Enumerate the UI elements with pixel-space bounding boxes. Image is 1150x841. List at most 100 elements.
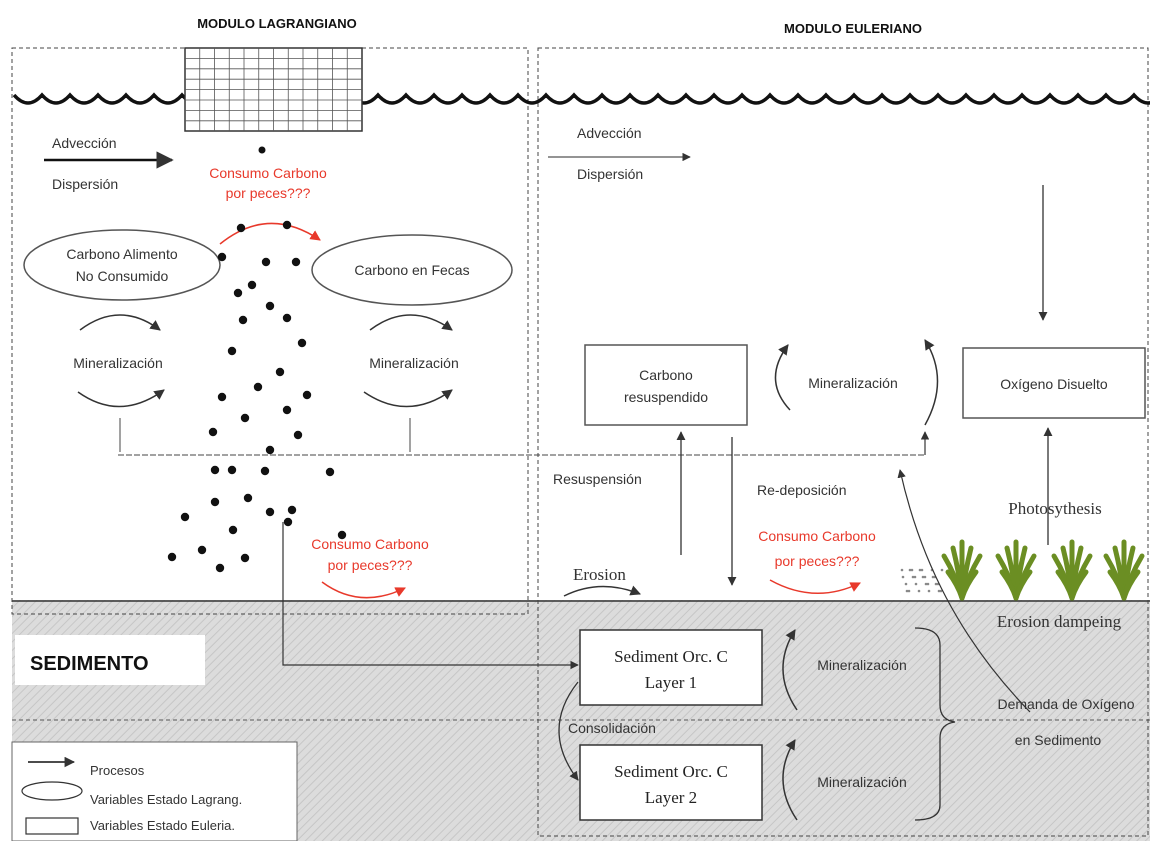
seagrass-plant-icon <box>1051 539 1093 601</box>
sediment-label-box <box>15 635 205 685</box>
particle-dot <box>236 223 246 233</box>
particle-dot <box>287 505 297 515</box>
sediment-layer1-line2: Layer 1 <box>645 673 697 692</box>
particle-dot <box>215 563 225 573</box>
sediment-speckle <box>917 589 921 593</box>
cage-outlet-dot <box>258 146 266 154</box>
sediment-speckle <box>926 582 930 586</box>
resuspended-carbon-line1: Carbono <box>639 367 693 383</box>
particle-dot <box>217 252 227 262</box>
resuspended-carbon-box <box>584 344 748 426</box>
redeposition-label: Re-deposición <box>757 482 847 498</box>
eulerian-dispersion-label: Dispersión <box>577 166 643 182</box>
particle-dot <box>210 497 220 507</box>
sediment-speckle <box>923 575 927 579</box>
eulerian-mineralization-right-arrow <box>924 339 939 426</box>
particle-dot <box>217 392 227 402</box>
sediment-speckle <box>911 575 915 579</box>
erosion-arrow <box>563 585 641 597</box>
sediment-layer2-line1: Sediment Orc. C <box>614 762 728 781</box>
seagrass-meadow <box>900 539 1145 601</box>
mineralization-right-bottom-arrow <box>363 389 453 408</box>
sediment-speckle <box>924 582 928 586</box>
sediment-speckle <box>940 568 944 572</box>
lagrangian-module-box <box>11 47 529 615</box>
sediment-mineralization-2-arrow <box>782 739 798 821</box>
particle-dot <box>337 530 347 540</box>
uneaten-food-ellipse <box>23 229 221 301</box>
feces-carbon-ellipse <box>311 234 513 306</box>
seagrass-plant-icon <box>995 539 1037 601</box>
fish-consumption-top-arrow <box>219 222 321 245</box>
fish-consumption-bottom-line2: por peces??? <box>328 557 413 573</box>
sediment-speckle <box>939 589 943 593</box>
photosynthesis-label: Photosythesis <box>1008 499 1102 518</box>
sediment-layer1-line1: Sediment Orc. C <box>614 647 728 666</box>
seagrass-plant-icon <box>941 539 983 601</box>
fish-consumption-bottom-line1: Consumo Carbono <box>311 536 429 552</box>
particle-dot <box>275 367 285 377</box>
sediment-layer1-box <box>579 629 763 706</box>
eulerian-fish-consumption-line2: por peces??? <box>775 553 860 569</box>
seagrass-plant-icon <box>1103 539 1145 601</box>
fish-consumption-top-line1: Consumo Carbono <box>209 165 327 181</box>
particle-dot <box>282 220 292 230</box>
erosion-damping-label: Erosion dampeing <box>997 612 1122 631</box>
legend-ellipse-icon <box>21 781 83 801</box>
particle-dot <box>247 280 257 290</box>
particle-dot <box>197 545 207 555</box>
fish-cage <box>184 47 363 132</box>
sediment-mineralization-1-arrow <box>782 629 798 711</box>
fish-consumption-bottom-arrow <box>321 581 406 599</box>
particle-dot <box>282 405 292 415</box>
legend-lagrangian-label: Variables Estado Lagrang. <box>90 792 242 807</box>
sediment-speckle <box>931 575 935 579</box>
particle-dot <box>167 552 177 562</box>
deposition-to-sediment-arrow <box>282 522 579 670</box>
particle-dot <box>282 313 292 323</box>
particle-dot <box>261 257 271 267</box>
eulerian-mineralization-left-arrow <box>774 344 791 411</box>
eulerian-fish-consumption-arrow <box>769 579 861 594</box>
sediment-label: SEDIMENTO <box>30 653 149 675</box>
sediment-speckle <box>934 582 938 586</box>
eulerian-fish-consumption-line1: Consumo Carbono <box>758 528 876 544</box>
consolidation-label: Consolidación <box>568 720 656 736</box>
sediment-oxygen-demand-arrow <box>897 469 1031 713</box>
sediment-speckle <box>905 589 909 593</box>
sediment-speckle <box>914 582 918 586</box>
oxygen-demand-bracket <box>914 627 956 821</box>
lagrangian-header: MODULO LAGRANGIANO <box>197 16 357 31</box>
sediment-speckle <box>908 568 912 572</box>
resuspension-label: Resuspensión <box>553 471 642 487</box>
lagrangian-advection-label: Advección <box>52 135 117 151</box>
sediment-layer2-box <box>579 744 763 821</box>
lagrangian-dispersion-label: Dispersión <box>52 176 118 192</box>
particle-dot <box>302 390 312 400</box>
particle-dot <box>228 525 238 535</box>
particle-dot <box>243 493 253 503</box>
particle-dot <box>325 467 335 477</box>
sediment-speckle <box>918 568 922 572</box>
sediment-speckle <box>927 589 931 593</box>
particle-dot <box>283 517 293 527</box>
mineralization-left-label: Mineralización <box>73 355 162 371</box>
oxygen-demand-line1: Demanda de Oxígeno <box>998 696 1135 712</box>
eulerian-module-box <box>537 47 1149 837</box>
resuspended-carbon-line2: resuspendido <box>624 389 708 405</box>
particle-dot <box>265 445 275 455</box>
legend-processes-label: Procesos <box>90 763 145 778</box>
sediment-mineralization-1-label: Mineralización <box>817 657 906 673</box>
sediment-speckle <box>910 568 914 572</box>
eulerian-advection-label: Advección <box>577 125 642 141</box>
eulerian-header: MODULO EULERIANO <box>784 21 922 36</box>
mineralization-left-bottom-arrow <box>77 389 165 408</box>
particle-dot <box>240 553 250 563</box>
particle-dot <box>297 338 307 348</box>
particle-dot <box>293 430 303 440</box>
legend-eulerian-label: Variables Estado Euleria. <box>90 818 235 833</box>
mineralization-right-top-arrow <box>369 314 453 331</box>
particle-dot <box>291 257 301 267</box>
oxygen-demand-line2: en Sedimento <box>1015 732 1102 748</box>
uneaten-food-line1: Carbono Alimento <box>66 246 178 262</box>
